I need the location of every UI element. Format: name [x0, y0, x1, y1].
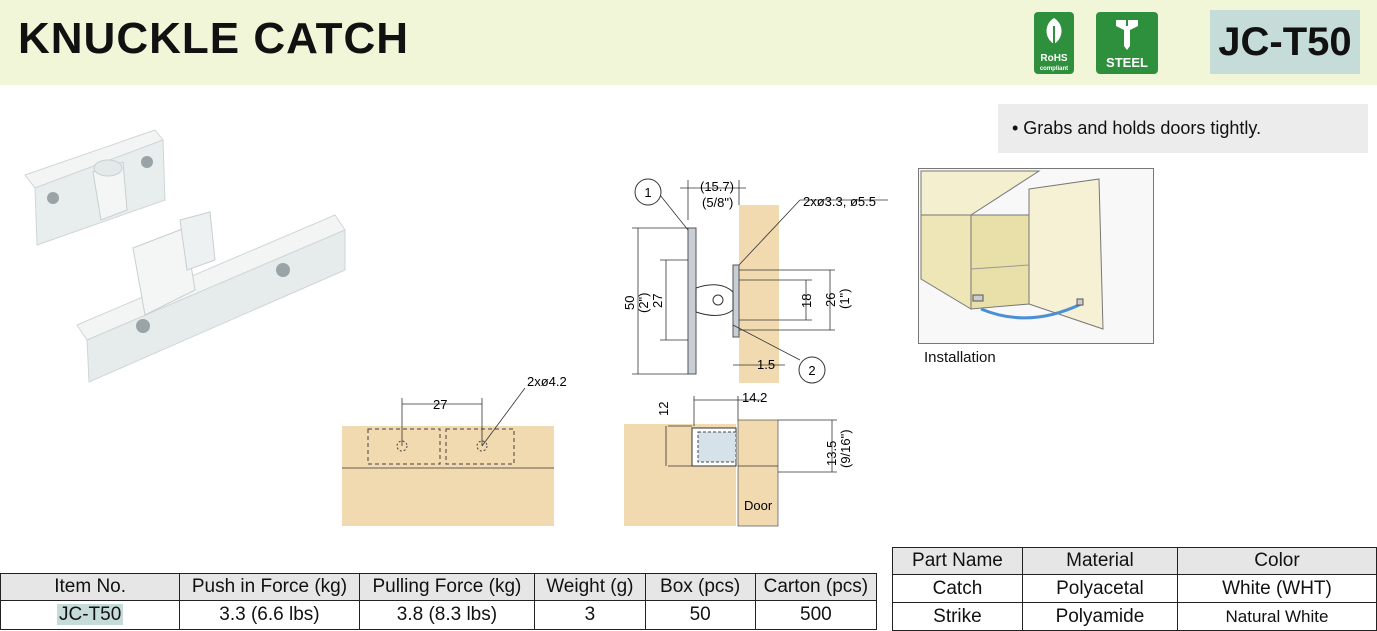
screw-icon	[1116, 20, 1138, 50]
dim-14-2: 14.2	[742, 390, 767, 405]
cell-box: 50	[644, 600, 756, 630]
model-number: JC-T50	[1218, 20, 1352, 64]
callout-1-label: 1	[644, 185, 651, 200]
installation-label: Installation	[924, 349, 996, 366]
dim-9-16: (9/16")	[838, 429, 853, 468]
item-no-value: JC-T50	[56, 604, 124, 625]
dim-13-5: 13.5	[824, 441, 839, 466]
cell-carton: 500	[754, 600, 878, 630]
header-pulling-force: Pulling Force (kg)	[358, 573, 536, 601]
table-row: JC-T50 3.3 (6.6 lbs) 3.8 (8.3 lbs) 3 50 …	[0, 600, 878, 630]
header-push-force: Push in Force (kg)	[179, 573, 360, 601]
dim-5-8: (5/8")	[702, 195, 733, 210]
callout-1	[634, 178, 662, 206]
holes-a-label: 2xø3.3, ø5.5	[803, 194, 876, 209]
header-color: Color	[1176, 547, 1377, 575]
header-part-name: Part Name	[892, 547, 1023, 575]
header-material: Material	[1021, 547, 1178, 575]
dim-15-7: (15.7)	[700, 179, 734, 194]
cell-push-force: 3.3 (6.6 lbs)	[179, 600, 360, 630]
cell-material: Polyacetal	[1021, 574, 1178, 603]
header-box: Box (pcs)	[644, 573, 756, 601]
cell-weight: 3	[534, 600, 646, 630]
cell-color: White (WHT)	[1176, 574, 1377, 603]
dim-27-h: 27	[433, 397, 447, 412]
spec-table: Item No. Push in Force (kg) Pulling Forc…	[0, 573, 878, 630]
spec-header-row: Item No. Push in Force (kg) Pulling Forc…	[0, 573, 878, 601]
rohs-label: RoHS	[1040, 53, 1068, 64]
front-drawing: 14.2 12 13.5 (9/16") Door	[624, 390, 853, 527]
dim-50: 50	[622, 296, 637, 310]
header-weight: Weight (g)	[534, 573, 646, 601]
callout-2	[798, 356, 826, 384]
plan-drawing: 27 2xø4.2	[342, 374, 567, 526]
holes-b-label: 2xø4.2	[527, 374, 567, 389]
table-row: Strike Polyamide Natural White	[892, 602, 1377, 631]
rohs-sublabel: compliant	[1039, 66, 1069, 72]
header-bar: KNUCKLE CATCH RoHS compliant STEEL JC-T5…	[0, 0, 1377, 85]
dim-2in: (2")	[636, 292, 651, 313]
steel-badge: STEEL	[1096, 12, 1158, 74]
cell-pulling-force: 3.8 (8.3 lbs)	[358, 600, 536, 630]
page-title: KNUCKLE CATCH	[18, 14, 410, 63]
cell-material: Polyamide	[1021, 602, 1178, 631]
dim-27-v: 27	[650, 294, 665, 308]
door-label: Door	[744, 498, 773, 513]
side-elevation-drawing: 1 2 (15.7) (5/8") 2xø3.3, ø5.5 50 (2") 2…	[622, 178, 888, 384]
dim-12: 12	[656, 402, 671, 416]
rohs-badge: RoHS compliant	[1034, 12, 1074, 74]
catch-plate	[687, 227, 697, 375]
material-header-row: Part Name Material Color	[892, 547, 1377, 575]
cell-part-name: Strike	[892, 602, 1023, 631]
dim-18: 18	[799, 294, 814, 308]
cell-item-no: JC-T50	[0, 600, 181, 630]
header-carton: Carton (pcs)	[754, 573, 878, 601]
cell-color: Natural White	[1176, 602, 1377, 631]
cell-part-name: Catch	[892, 574, 1023, 603]
installation-illustration	[918, 168, 1154, 344]
feature-box: • Grabs and holds doors tightly.	[998, 104, 1368, 153]
dim-1in: (1")	[837, 288, 852, 309]
dim-1-5: 1.5	[757, 357, 775, 372]
model-box: JC-T50	[1210, 10, 1360, 74]
callout-2-label: 2	[808, 363, 815, 378]
leaf-icon	[1046, 18, 1062, 48]
material-table: Part Name Material Color Catch Polyaceta…	[892, 547, 1377, 631]
table-row: Catch Polyacetal White (WHT)	[892, 574, 1377, 603]
steel-label: STEEL	[1106, 55, 1148, 70]
door-panel	[739, 205, 779, 383]
feature-text: • Grabs and holds doors tightly.	[1012, 118, 1262, 138]
product-image	[24, 129, 346, 383]
dim-26: 26	[823, 293, 838, 307]
header-item-no: Item No.	[0, 573, 181, 601]
